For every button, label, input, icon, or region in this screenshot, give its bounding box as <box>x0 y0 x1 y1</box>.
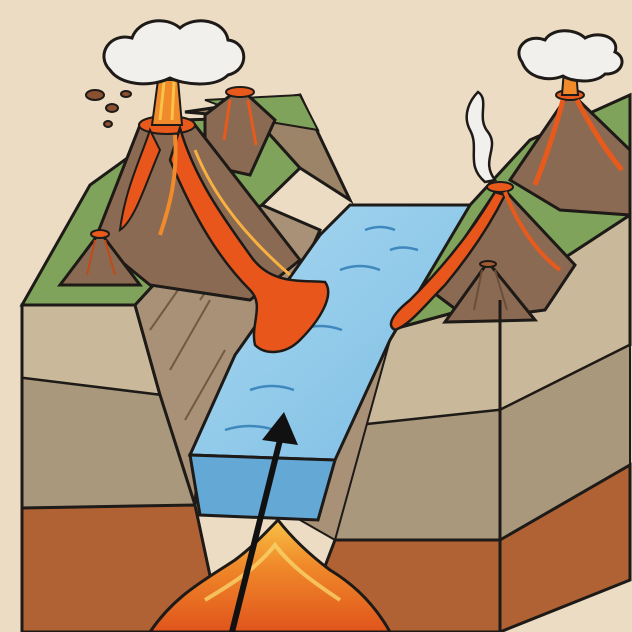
steam-plume <box>467 92 495 182</box>
ash-cloud-right <box>519 31 622 81</box>
ash-cloud-left <box>104 21 244 84</box>
